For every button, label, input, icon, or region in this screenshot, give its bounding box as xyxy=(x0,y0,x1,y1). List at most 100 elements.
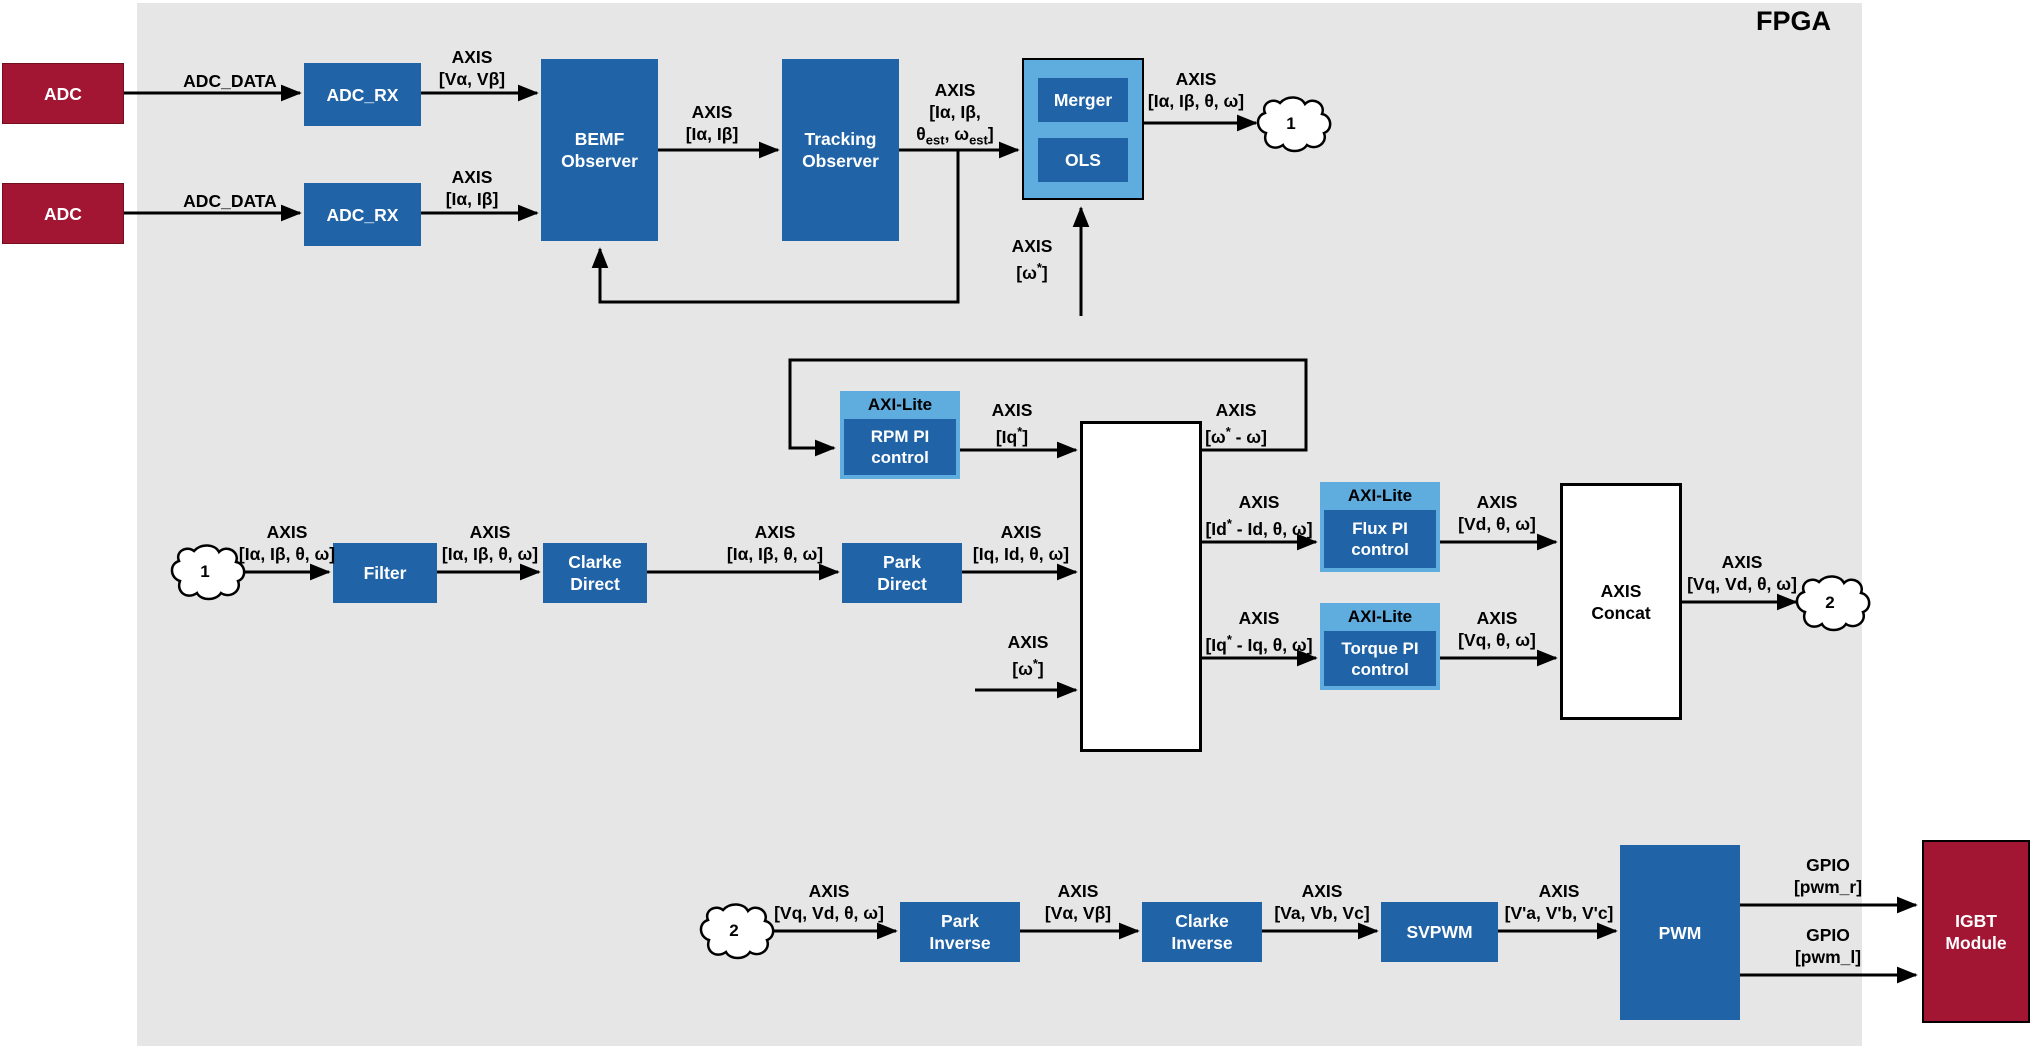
axi-lite-header: AXI-Lite xyxy=(867,395,933,414)
axi-lite-header: AXI-Lite xyxy=(1347,486,1413,505)
label-line: AXIS xyxy=(1538,881,1580,901)
block-label: control xyxy=(871,448,929,467)
label-line: [Vq, Vd, θ, ω] xyxy=(774,903,884,923)
wire-label-axis-mid-in: AXIS [Iα, Iβ, θ, ω] xyxy=(239,521,335,565)
block-label: Flux PI xyxy=(1352,519,1408,538)
label-line: [Iα, Iβ, θ, ω] xyxy=(726,544,824,564)
label-line: [pwm_l] xyxy=(1794,947,1862,967)
block-label: Direct xyxy=(877,574,927,594)
wire-label-axis-vpabc: AXIS [V'a, V'b, V'c] xyxy=(1505,880,1614,924)
label-line: AXIS xyxy=(1301,881,1343,901)
block-adc-rx-bottom: ADC_RX xyxy=(304,183,421,246)
wire-label-axis-iqstar: AXIS [Iq*] xyxy=(992,399,1033,448)
block-body: Flux PI control xyxy=(1324,510,1436,568)
label-line: AXIS xyxy=(991,400,1033,420)
wire-label-axis-bot-in: AXIS [Vq, Vd, θ, ω] xyxy=(774,880,884,924)
block-label: Observer xyxy=(561,151,638,171)
block-label: Torque PI xyxy=(1341,638,1419,658)
label-line: [Id* - Id, θ, ω] xyxy=(1205,516,1313,539)
label-line: AXIS xyxy=(1011,236,1053,256)
wire-label-axis-iqerr: AXIS [Iq* - Iq, θ, ω] xyxy=(1205,607,1312,656)
label-line: AXIS xyxy=(1238,492,1280,512)
label-line: [Vα, Vβ] xyxy=(438,69,506,89)
block-label: control xyxy=(1351,540,1409,559)
block-label: RPM PI xyxy=(870,427,930,446)
wire-label-axis-est: AXIS [Iα, Iβ, θest, ωest] xyxy=(916,79,993,152)
block-body: Torque PI control xyxy=(1324,631,1436,686)
wire-label-axis-werr: AXIS [ω* - ω] xyxy=(1205,399,1267,448)
label-line: θest, ωest] xyxy=(916,124,994,148)
block-adc-rx-top: ADC_RX xyxy=(304,63,421,126)
wire-label-gpio-r: GPIO [pwm_r] xyxy=(1794,854,1862,898)
block-tracking-observer: Tracking Observer xyxy=(782,59,899,241)
block-bemf-observer: BEMF Observer xyxy=(541,59,658,241)
label-line: ADC_DATA xyxy=(183,191,277,211)
block-label: Concat xyxy=(1591,602,1651,623)
block-label: Park xyxy=(883,552,921,572)
wire-label-adc-data-1: ADC_DATA xyxy=(183,70,277,92)
wire-label-axis-ialphabeta-in: AXIS [Iα, Iβ] xyxy=(446,166,499,210)
block-label: SVPWM xyxy=(1406,922,1473,942)
label-line: [Iq, Id, θ, ω] xyxy=(972,544,1070,564)
block-label: ADC_RX xyxy=(326,84,399,105)
label-line: AXIS xyxy=(691,102,733,122)
wire-label-axis-vd: AXIS [Vd, θ, ω] xyxy=(1458,491,1536,535)
cloud-number-1-top: 1 xyxy=(1286,114,1296,133)
label-line: [Iα, Iβ, θ, ω] xyxy=(1147,91,1245,111)
label-line: [Iα, Iβ, xyxy=(929,102,981,122)
label-line: [Iα, Iβ, θ, ω] xyxy=(441,544,539,564)
block-svpwm: SVPWM xyxy=(1381,902,1498,962)
block-multiplier xyxy=(1080,421,1202,752)
block-ols: OLS xyxy=(1038,138,1128,182)
label-line: AXIS xyxy=(451,167,493,187)
block-label: Park xyxy=(941,911,979,931)
wire-label-axis-vq: AXIS [Vq, θ, ω] xyxy=(1458,607,1536,651)
label-line: [Iα, Iβ] xyxy=(445,189,499,209)
label-line: AXIS xyxy=(934,80,976,100)
label-line: [Iq* - Iq, θ, ω] xyxy=(1205,632,1313,655)
wire-label-axis-after-park: AXIS [Iq, Id, θ, ω] xyxy=(973,521,1069,565)
block-merger-ols-container: Merger OLS xyxy=(1022,58,1144,200)
label-line: [Iα, Iβ, θ, ω] xyxy=(238,544,336,564)
fpga-region-title: FPGA xyxy=(1756,6,1832,36)
block-merger: Merger xyxy=(1038,78,1128,122)
block-label: IGBT xyxy=(1955,910,1997,931)
label-line: AXIS xyxy=(266,522,308,542)
block-label: Module xyxy=(1945,932,2007,953)
cloud-number-2-bottom: 2 xyxy=(729,921,739,940)
wire-label-axis-after-clarke: AXIS [Iα, Iβ, θ, ω] xyxy=(727,521,823,565)
block-label: Clarke xyxy=(1175,911,1229,931)
block-body: RPM PI control xyxy=(844,419,956,475)
wire-label-axis-wstar-top: AXIS [ω*] xyxy=(1012,235,1053,284)
label-line: AXIS xyxy=(1175,69,1217,89)
wire-label-axis-valphabeta: AXIS [Vα, Vβ] xyxy=(439,46,505,90)
wire-label-adc-data-2: ADC_DATA xyxy=(183,190,277,212)
label-line: [pwm_r] xyxy=(1793,877,1863,897)
label-line: AXIS xyxy=(451,47,493,67)
block-label: OLS xyxy=(1065,150,1101,170)
label-line: [Vα, Vβ] xyxy=(1044,903,1112,923)
block-label: ADC_RX xyxy=(326,204,399,225)
label-line: [ω*] xyxy=(1012,656,1044,679)
block-label: Inverse xyxy=(929,933,991,953)
label-line: [Vq, θ, ω] xyxy=(1458,630,1536,650)
block-clarke-direct: Clarke Direct xyxy=(543,543,647,603)
label-line: [Vd, θ, ω] xyxy=(1458,514,1536,534)
label-line: GPIO xyxy=(1806,855,1850,875)
block-flux-pi-control: AXI-Lite Flux PI control xyxy=(1320,482,1440,572)
block-label: Direct xyxy=(570,574,620,594)
block-pwm: PWM xyxy=(1620,845,1740,1020)
wire-label-axis-after-filter: AXIS [Iα, Iβ, θ, ω] xyxy=(442,521,538,565)
label-line: AXIS xyxy=(1476,608,1518,628)
wire-label-axis-iderr: AXIS [Id* - Id, θ, ω] xyxy=(1205,491,1312,540)
wire-label-axis-out2: AXIS [Vq, Vd, θ, ω] xyxy=(1687,551,1797,595)
label-line: AXIS xyxy=(1000,522,1042,542)
block-clarke-inverse: Clarke Inverse xyxy=(1142,902,1262,962)
block-label: AXIS xyxy=(1600,580,1642,601)
wire-label-axis-out1: AXIS [Iα, Iβ, θ, ω] xyxy=(1148,68,1244,112)
label-line: [V'a, V'b, V'c] xyxy=(1504,903,1614,923)
block-label: Observer xyxy=(802,151,879,171)
block-label: Tracking xyxy=(804,129,877,149)
cloud-number-2-mid: 2 xyxy=(1825,593,1835,612)
block-label: ADC xyxy=(44,203,82,224)
